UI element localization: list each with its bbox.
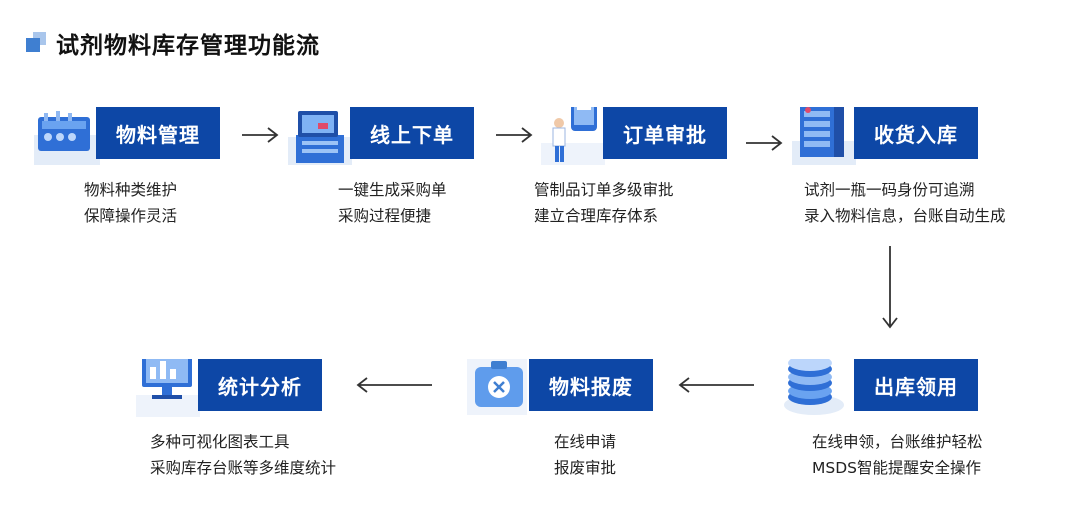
step-description: 在线申领，台账维护轻松 MSDS智能提醒安全操作 xyxy=(812,429,1062,481)
step-description: 物料种类维护 保障操作灵活 xyxy=(84,177,334,229)
desc-line: 多种可视化图表工具 xyxy=(150,433,290,451)
arrow-right-icon xyxy=(242,127,279,143)
computer-terminal-icon xyxy=(288,111,352,165)
step-label: 统计分析 xyxy=(198,359,322,411)
equipment-icon xyxy=(34,111,100,165)
title-text: 试剂物料库存管理功能流 xyxy=(56,33,320,59)
step-description: 试剂一瓶一码身份可追溯 录入物料信息，台账自动生成 xyxy=(804,177,1054,229)
arrow-right-icon xyxy=(746,135,783,151)
desc-line: 保障操作灵活 xyxy=(84,207,178,225)
database-stack-icon xyxy=(784,359,844,415)
step-label: 订单审批 xyxy=(603,107,727,159)
step-description: 管制品订单多级审批 建立合理库存体系 xyxy=(534,177,784,229)
desc-line: 管制品订单多级审批 xyxy=(534,181,674,199)
page-title: 试剂物料库存管理功能流 xyxy=(26,28,320,59)
desc-line: MSDS智能提醒安全操作 xyxy=(812,459,981,477)
desc-line: 物料种类维护 xyxy=(84,181,178,199)
desc-line: 建立合理库存体系 xyxy=(534,207,659,225)
monitor-chart-icon xyxy=(136,359,200,417)
desc-line: 采购库存台账等多维度统计 xyxy=(150,459,337,477)
arrow-down-icon xyxy=(882,246,898,329)
desc-line: 录入物料信息，台账自动生成 xyxy=(804,207,1006,225)
step-label: 物料管理 xyxy=(96,107,220,159)
step-label: 收货入库 xyxy=(854,107,978,159)
title-mark-icon xyxy=(26,32,48,54)
step-description: 在线申请 报废审批 xyxy=(554,429,804,481)
desc-line: 采购过程便捷 xyxy=(338,207,432,225)
step-label: 物料报废 xyxy=(529,359,653,411)
arrow-left-icon xyxy=(678,377,754,393)
step-description: 多种可视化图表工具 采购库存台账等多维度统计 xyxy=(150,429,400,481)
arrow-right-icon xyxy=(496,127,533,143)
step-description: 一键生成采购单 采购过程便捷 xyxy=(338,177,588,229)
step-label: 出库领用 xyxy=(854,359,978,411)
arrow-left-icon xyxy=(356,377,432,393)
desc-line: 在线申领，台账维护轻松 xyxy=(812,433,983,451)
phone-approval-icon xyxy=(541,107,605,165)
step-label: 线上下单 xyxy=(350,107,474,159)
server-rack-icon xyxy=(792,107,856,165)
desc-line: 在线申请 xyxy=(554,433,617,451)
desc-line: 试剂一瓶一码身份可追溯 xyxy=(804,181,975,199)
medical-kit-icon xyxy=(467,359,527,415)
desc-line: 报废审批 xyxy=(554,459,617,477)
desc-line: 一键生成采购单 xyxy=(338,181,447,199)
